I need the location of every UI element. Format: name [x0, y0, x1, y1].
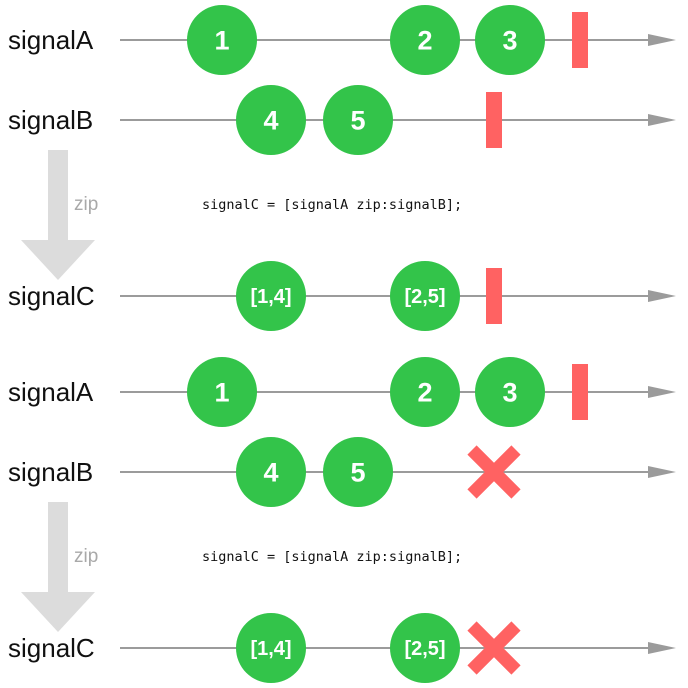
- marble-input-a-2-1: [187, 357, 257, 427]
- marble-input-a-2-3: [475, 357, 545, 427]
- lane-label-output-1: signalC: [8, 281, 95, 311]
- marble-input-a-1-3: [475, 5, 545, 75]
- marble-value-output-2-1: [1,4]: [250, 638, 291, 660]
- lane-label-input-b-2: signalB: [8, 457, 93, 487]
- marble-value-input-b-2-1: 4: [263, 458, 278, 488]
- lane-label-input-a-1: signalA: [8, 25, 94, 55]
- marble-input-a-2-2: [390, 357, 460, 427]
- error-marker-input-b-2: [467, 445, 521, 499]
- operator-label-1: zip: [74, 194, 98, 215]
- marble-input-a-1-1: [187, 5, 257, 75]
- completed-marker-input-b-1: [486, 92, 502, 148]
- marble-output-1-2: [390, 261, 460, 331]
- error-marker-output-2: [467, 621, 521, 675]
- marble-input-b-2-2: [323, 437, 393, 507]
- timeline-arrowhead-output-2: [648, 642, 676, 654]
- marble-value-input-b-1-2: 5: [350, 106, 365, 136]
- timeline-arrowhead-input-b-2: [648, 466, 676, 478]
- marble-output-2-1: [236, 613, 306, 683]
- operator-arrow-1: [21, 150, 95, 280]
- marble-value-input-b-1-1: 4: [263, 106, 278, 136]
- completed-marker-output-1: [486, 268, 502, 324]
- timeline-arrowhead-input-b-1: [648, 114, 676, 126]
- timeline-arrowhead-input-a-2: [648, 386, 676, 398]
- timeline-arrowhead-input-a-1: [648, 34, 676, 46]
- marble-input-b-2-1: [236, 437, 306, 507]
- marble-value-input-a-1-1: 1: [214, 26, 229, 56]
- marble-value-input-b-2-2: 5: [350, 458, 365, 488]
- marble-value-output-1-1: [1,4]: [250, 286, 291, 308]
- operator-arrow-2: [21, 502, 95, 632]
- lane-label-input-a-2: signalA: [8, 377, 94, 407]
- timeline-arrowhead-output-1: [648, 290, 676, 302]
- lane-label-input-b-1: signalB: [8, 105, 93, 135]
- marble-input-a-1-2: [390, 5, 460, 75]
- marble-output-2-2: [390, 613, 460, 683]
- marble-value-input-a-1-2: 2: [417, 26, 432, 56]
- completed-marker-input-a-2: [572, 364, 588, 420]
- lane-label-output-2: signalC: [8, 633, 95, 663]
- operator-label-2: zip: [74, 546, 98, 567]
- marble-value-output-2-2: [2,5]: [404, 638, 445, 660]
- code-snippet-2: signalC = [signalA zip:signalB];: [202, 549, 462, 565]
- marble-input-b-1-1: [236, 85, 306, 155]
- marble-value-output-1-2: [2,5]: [404, 286, 445, 308]
- marble-value-input-a-2-1: 1: [214, 378, 229, 408]
- marble-value-input-a-2-2: 2: [417, 378, 432, 408]
- marble-value-input-a-2-3: 3: [502, 378, 517, 408]
- code-snippet-1: signalC = [signalA zip:signalB];: [202, 197, 462, 213]
- marble-input-b-1-2: [323, 85, 393, 155]
- marble-value-input-a-1-3: 3: [502, 26, 517, 56]
- marble-output-1-1: [236, 261, 306, 331]
- completed-marker-input-a-1: [572, 12, 588, 68]
